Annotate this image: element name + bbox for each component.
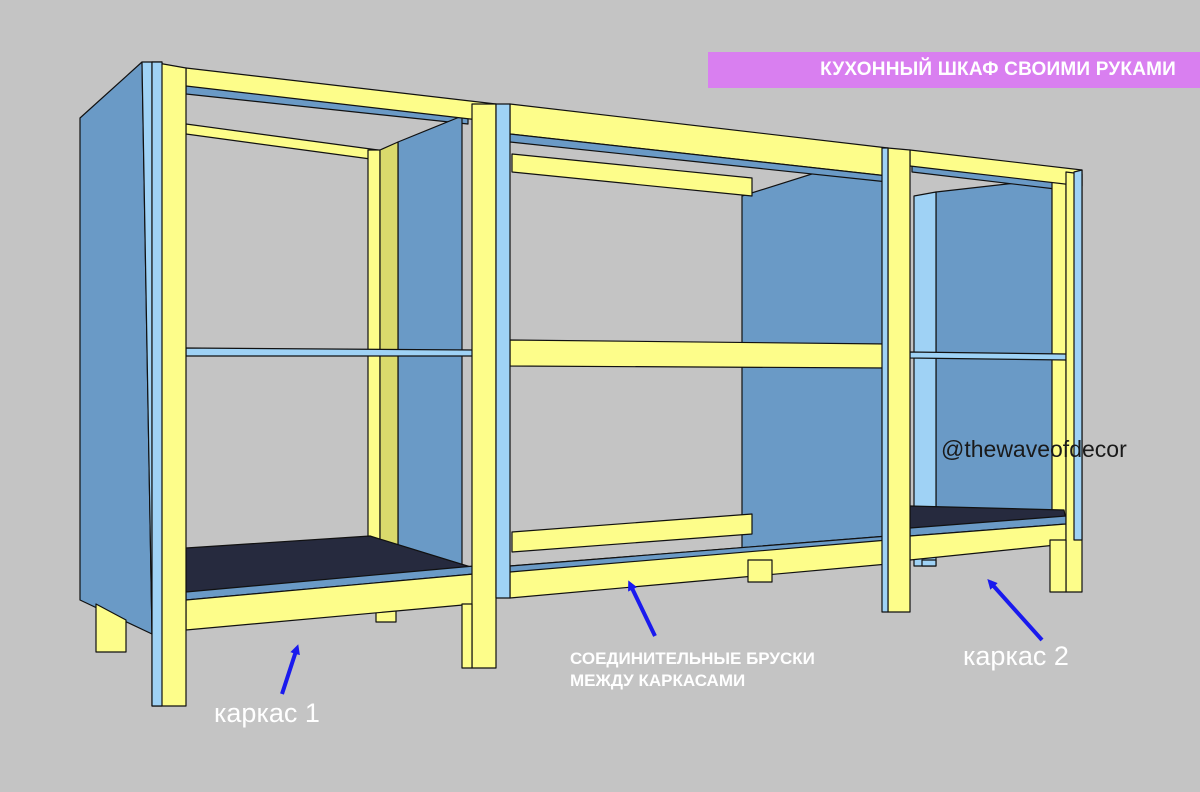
label-connectors-line-1: СОЕДИНИТЕЛЬНЫЕ БРУСКИ (570, 649, 815, 668)
frame-1-back-top-rail (185, 123, 379, 161)
page-title: КУХОННЫЙ ШКАФ СВОИМИ РУКАМИ (820, 59, 1176, 80)
connector-middle (509, 339, 889, 369)
arrow-frame-2 (987, 579, 1044, 642)
frame-2-shelf (909, 351, 1067, 361)
frame-1-left-panel (79, 61, 153, 635)
label-frame-2: каркас 2 (963, 641, 1069, 671)
frame-1-left-back-leg (95, 603, 127, 653)
label-connectors: СОЕДИНИТЕЛЬНЫЕ БРУСКИ МЕЖДУ КАРКАСАМИ (570, 648, 815, 692)
frame-2-front-left-post (887, 147, 911, 613)
arrow-frame-1 (280, 644, 300, 695)
frame-2 (881, 147, 1083, 613)
frame-1 (79, 61, 497, 707)
frame-1-inner-side-panel (397, 115, 463, 571)
arrow-connectors (628, 580, 657, 637)
label-frame-1: каркас 1 (214, 698, 320, 728)
connector-upper-back (511, 153, 753, 197)
frame-1-front-right-post (471, 103, 497, 669)
frame-1-shelf (185, 347, 475, 357)
title-banner: КУХОННЫЙ ШКАФ СВОИМИ РУКАМИ (708, 52, 1200, 88)
annotation-arrows (280, 579, 1044, 695)
label-connectors-line-2: МЕЖДУ КАРКАСАМИ (570, 671, 746, 690)
connector-section (495, 103, 889, 599)
watermark-handle: @thewaveofdecor (941, 436, 1127, 462)
frame-2-right-side-panel (935, 177, 1061, 515)
connector-lower-back (511, 513, 753, 553)
